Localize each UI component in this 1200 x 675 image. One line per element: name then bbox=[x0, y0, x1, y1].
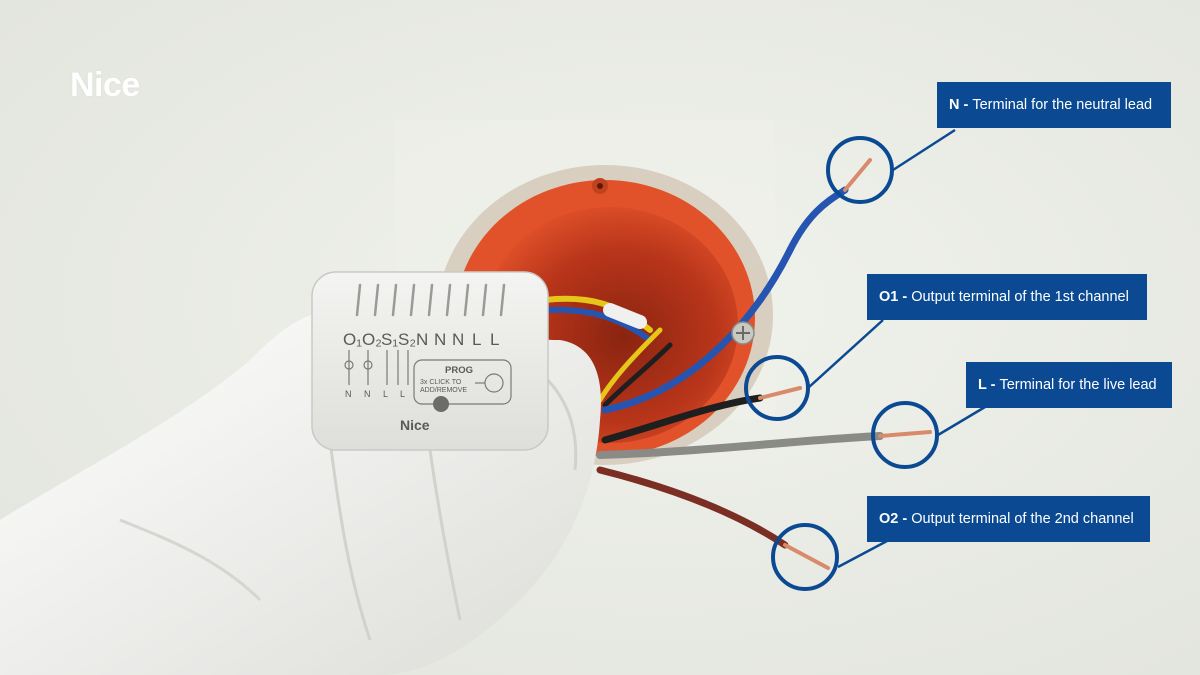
grey-wire bbox=[596, 430, 932, 459]
black-wire bbox=[601, 386, 802, 444]
terminal-label: O₂ bbox=[362, 330, 382, 349]
internal-wires bbox=[542, 295, 673, 408]
callout-live-text: Terminal for the live lead bbox=[999, 376, 1157, 393]
prog-instruction-line1: 3x CLICK TO bbox=[420, 379, 462, 386]
callout-neutral-text: Terminal for the neutral lead bbox=[972, 96, 1153, 113]
terminal-label: S₂ bbox=[398, 330, 416, 349]
bottom-terminal-letter: N bbox=[364, 389, 371, 399]
terminal-label: N bbox=[434, 330, 446, 349]
callout-output-2-text: Output terminal of the 2nd channel bbox=[911, 510, 1134, 527]
callout-neutral-code: N - bbox=[949, 96, 969, 113]
terminal-label: N bbox=[452, 330, 464, 349]
bottom-terminal-letter: N bbox=[345, 389, 352, 399]
callout-neutral: N - Terminal for the neutral lead bbox=[937, 82, 1171, 128]
callout-output-1-code: O1 - bbox=[879, 288, 908, 305]
vent-slots bbox=[355, 283, 506, 317]
terminal-label: L bbox=[490, 330, 499, 349]
callout-connectors bbox=[807, 128, 986, 569]
prog-panel bbox=[413, 359, 512, 405]
callout-output-1-text: Output terminal of the 1st channel bbox=[911, 288, 1129, 305]
callout-output-2-code: O2 - bbox=[879, 510, 908, 527]
ring-neutral bbox=[826, 136, 894, 204]
brand-logo: Nice bbox=[70, 66, 140, 104]
callout-live: L - Terminal for the live lead bbox=[966, 362, 1172, 408]
terminal-label: O₁ bbox=[343, 330, 362, 349]
ring-live bbox=[871, 401, 939, 469]
callout-output-2: O2 - Output terminal of the 2nd channel bbox=[867, 496, 1150, 542]
callout-output-1: O1 - Output terminal of the 1st channel bbox=[867, 274, 1147, 320]
callout-live-code: L - bbox=[978, 376, 996, 393]
callout-rings bbox=[744, 136, 939, 591]
prog-led-icon bbox=[475, 373, 504, 393]
prog-title: PROG bbox=[445, 365, 473, 376]
bottom-terminal-letter: L bbox=[383, 389, 388, 399]
blue-wire bbox=[601, 158, 872, 414]
ring-output-2 bbox=[771, 523, 839, 591]
bottom-terminal-letter: L bbox=[400, 389, 405, 399]
wiring-schematic bbox=[344, 350, 409, 385]
prog-button[interactable] bbox=[433, 396, 449, 412]
device-brand: Nice bbox=[400, 417, 430, 433]
terminal-label: L bbox=[472, 330, 481, 349]
terminal-label: N bbox=[416, 330, 428, 349]
prog-instruction-line2: ADD/REMOVE bbox=[420, 387, 467, 394]
ring-output-1 bbox=[744, 355, 810, 421]
brown-wire bbox=[596, 466, 830, 570]
screw-icon bbox=[731, 321, 755, 345]
terminal-label: S₁ bbox=[381, 330, 398, 349]
